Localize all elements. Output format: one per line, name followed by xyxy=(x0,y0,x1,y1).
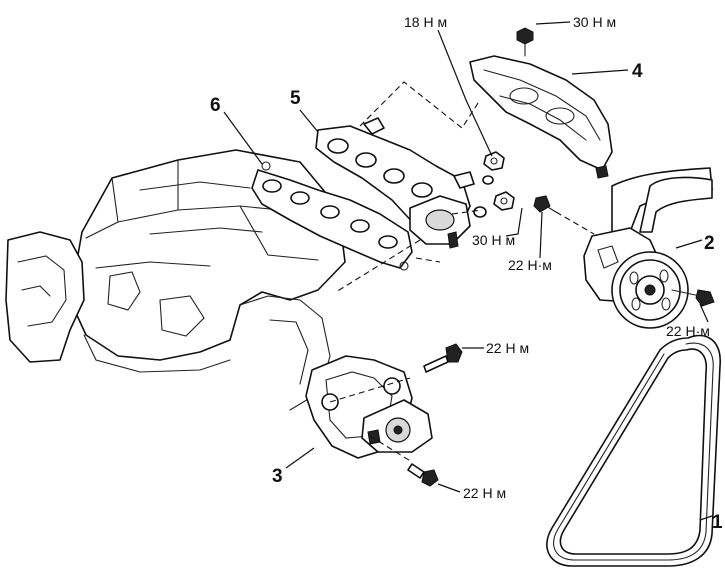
torque-label-tensioner-bolt-upper: 22 Н м xyxy=(486,340,529,356)
torque-label-pump-pulley-bolt: 22 Н·м xyxy=(666,323,710,339)
torque-label-manifold-nut-upper: 18 Н м xyxy=(404,14,447,30)
callout-part-4: 4 xyxy=(632,61,643,82)
callout-part-2: 2 xyxy=(704,233,715,254)
assembly-lines xyxy=(329,81,595,463)
heat-shield-bolt xyxy=(516,27,534,57)
callout-part-3: 3 xyxy=(272,466,283,487)
exhaust-manifold xyxy=(315,117,475,249)
power-steering-pump xyxy=(583,167,713,329)
torque-label-tensioner-bolt-lower: 22 Н м xyxy=(463,485,506,501)
pump-bracket-bolt xyxy=(533,195,557,213)
manifold-nuts xyxy=(473,151,515,218)
drive-belt xyxy=(546,334,721,567)
belt-tensioner xyxy=(305,355,433,459)
callout-part-6: 6 xyxy=(210,95,221,116)
pump-pulley-bolt xyxy=(671,289,715,307)
tensioner-bolts xyxy=(407,343,463,487)
manifold-gasket xyxy=(251,161,413,271)
callout-part-1: 1 xyxy=(712,512,723,533)
torque-label-heat-shield-bolt: 30 Н м xyxy=(573,14,616,30)
torque-label-pump-bracket-bolt: 22 Н·м xyxy=(508,257,552,273)
torque-label-manifold-nut-lower: 30 Н м xyxy=(472,232,515,248)
heat-shield xyxy=(469,55,613,179)
leader-lines xyxy=(223,21,713,521)
callout-part-5: 5 xyxy=(290,88,301,109)
